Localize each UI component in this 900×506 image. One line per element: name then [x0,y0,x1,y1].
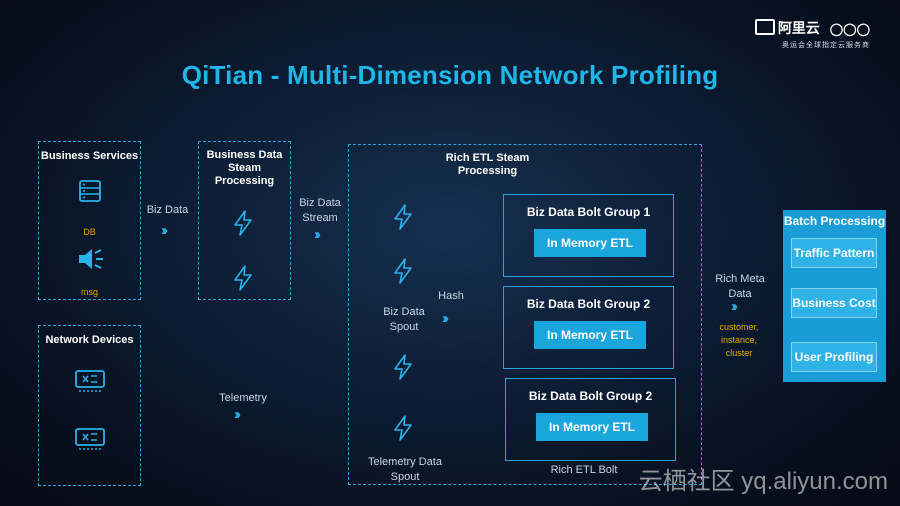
business-services-title: Business Services [40,150,139,162]
batch-item-business-cost: Business Cost [791,288,877,318]
in-memory-etl: In Memory ETL [534,229,646,257]
business-stream-title: Business Data Steam Processing [206,149,283,187]
watermark: 云栖社区 yq.aliyun.com [638,468,888,495]
lightning-icon [234,265,252,291]
bolt-group-3: Biz Data Bolt Group 2 In Memory ETL [505,378,676,461]
chevron-right-icon: ›› [314,226,321,243]
network-switch-icon [75,428,105,450]
rich-etl-title: Rich ETL Steam Processing [445,152,530,177]
rich-meta-data-label: Rich Meta Data [715,273,765,300]
batch-item-traffic-pattern: Traffic Pattern [791,238,877,268]
meta-fields-label: customer, instance, cluster [719,322,759,358]
chevron-right-icon: ›› [731,298,738,315]
network-devices-title: Network Devices [45,334,134,346]
rich-etl-bolt-label: Rich ETL Bolt [550,464,618,476]
biz-data-spout-label: Biz Data Spout [383,306,425,333]
in-memory-etl: In Memory ETL [534,321,646,349]
network-switch-icon [75,370,105,392]
bolt-group-title: Biz Data Bolt Group 2 [528,389,653,403]
lightning-icon [394,354,412,380]
batch-item-user-profiling: User Profiling [791,342,877,372]
brand-name: 阿里云 [777,20,820,36]
in-memory-etl: In Memory ETL [536,413,648,441]
database-icon [79,180,101,202]
chevron-right-icon: ›› [234,406,241,423]
lightning-icon [394,204,412,230]
db-label: DB [83,227,96,237]
batch-processing-panel: Batch Processing Traffic Pattern Busines… [783,210,886,382]
msg-label: msg [80,287,98,297]
brand-tagline: 奥运会全球指定云服务商 [782,42,870,49]
lightning-icon [394,415,412,441]
bolt-group-1: Biz Data Bolt Group 1 In Memory ETL [503,194,674,277]
rich-etl-box: Rich ETL Steam Processing Biz Data Spout… [348,144,702,485]
bolt-group-2: Biz Data Bolt Group 2 In Memory ETL [503,286,674,369]
chevron-right-icon: ›› [161,222,168,239]
olympic-rings-icon: ◯◯◯ [829,22,870,36]
business-services-box: Business Services DB msg [38,141,141,300]
business-stream-box: Business Data Steam Processing [198,141,291,300]
lightning-icon [234,210,252,236]
hash-label: Hash [438,290,464,302]
telemetry-label: Telemetry [219,392,267,404]
bolt-group-title: Biz Data Bolt Group 2 [526,297,651,311]
aliyun-logo-icon [754,19,775,35]
page-title: QiTian - Multi-Dimension Network Profili… [181,60,719,90]
telemetry-data-spout-label: Telemetry Data Spout [368,456,442,483]
lightning-icon [394,258,412,284]
biz-data-label: Biz Data [146,204,189,216]
bolt-group-title: Biz Data Bolt Group 1 [526,205,651,219]
brand-logo: 阿里云 ◯◯◯ 奥运会全球指定云服务商 [754,18,870,50]
chevron-right-icon: ›› [442,310,449,327]
batch-processing-title: Batch Processing [783,214,886,228]
biz-data-stream-label: Biz Data Stream [299,197,341,224]
network-devices-box: Network Devices [38,325,141,486]
speaker-icon [79,249,103,269]
